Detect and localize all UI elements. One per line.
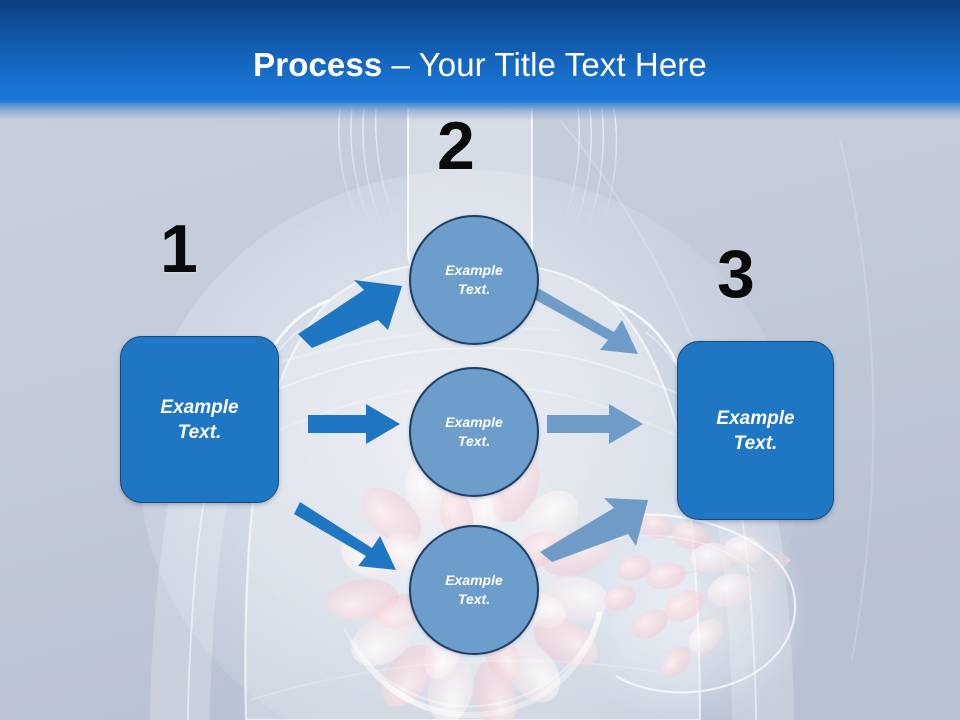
arrow-circle-bottom-to-box-right [540,498,648,562]
arrow-circle-top-to-box-right [532,288,638,354]
process-circle-bottom-label: Example Text. [445,572,503,607]
step-number-1: 1 [160,211,198,287]
process-circle-top-label: Example Text. [445,262,503,297]
process-box-right[interactable]: Example Text. [677,341,834,520]
arrow-box-left-to-circle-mid [308,404,400,444]
arrow-circle-mid-to-box-right [547,404,643,444]
step-number-2: 2 [437,108,475,184]
title-bar [0,0,960,103]
process-box-left[interactable]: Example Text. [120,336,279,503]
step-number-3: 3 [717,236,755,312]
process-circle-top[interactable]: Example Text. [409,215,539,345]
process-circle-middle-label: Example Text. [445,414,503,449]
process-box-right-label: Example Text. [716,407,795,454]
arrow-box-left-to-circle-bottom [294,502,396,570]
title-light-part: – Your Title Text Here [382,46,707,83]
process-circle-bottom[interactable]: Example Text. [409,525,539,655]
title-bold-part: Process [253,46,383,83]
page-title: Process – Your Title Text Here [0,46,960,84]
right-breast-anatomy [570,490,810,720]
arrow-box-left-to-circle-top [298,280,402,348]
process-box-left-label: Example Text. [160,396,239,443]
title-bar-fade [0,101,960,123]
process-circle-middle[interactable]: Example Text. [409,367,539,497]
